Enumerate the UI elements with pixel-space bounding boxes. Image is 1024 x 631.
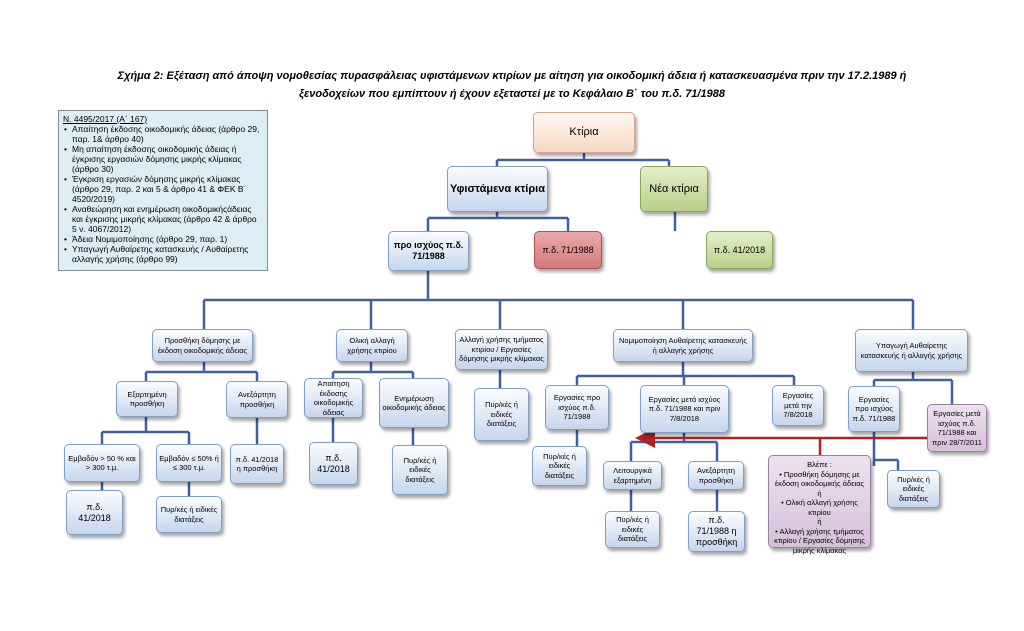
legend-list: Απαίτηση έκδοσης οικοδομικής άδειας (άρθ… <box>63 124 263 264</box>
vlepe-item: • Ολική αλλαγή χρήσης κτιρίου <box>781 498 858 517</box>
node-ergasies-pro-a: Εργασίες προ ισχύος π.δ. 71/1988 <box>545 385 609 430</box>
node-pd-41-2018-exartimeni: π.δ. 41/2018 <box>66 490 123 535</box>
node-exartimeni: Εξαρτημένη προσθήκη <box>116 381 178 417</box>
legislation-legend: Ν. 4495/2017 (Α΄ 167) Απαίτηση έκδοσης ο… <box>58 110 268 271</box>
node-prosthiki: Προσθήκη δόμησης με έκδοση οικοδομικής ά… <box>152 329 253 362</box>
figure-title-line-2: ξενοδοχείων που εμπίπτουν ή έχουν εξετασ… <box>299 88 725 100</box>
node-pyr-eidikes-le-50: Πυρ/κές ή ειδικές διατάξεις <box>156 496 222 533</box>
vlepe-heading: Βλέπε : <box>807 460 832 469</box>
node-pyr-eidikes-pro: Πυρ/κές ή ειδικές διατάξεις <box>532 446 587 486</box>
figure-title-line-1: Σχήμα 2: Εξέταση από άποψη νομοθεσίας πυ… <box>117 70 907 82</box>
node-oliki-allagi: Ολική αλλαγή χρήσης κτιρίου <box>336 329 408 362</box>
node-nomimopoiisi: Νομιμοποίηση Αυθαίρετης κατασκευής ή αλλ… <box>613 329 753 362</box>
node-ergasies-meta-a: Εργασίες μετά ισχύος π.δ. 71/1988 και πρ… <box>640 385 729 433</box>
node-pd-41-2018-oliki: π.δ. 41/2018 <box>309 442 358 485</box>
vlepe-or: ή <box>817 488 822 498</box>
legend-item: Έγκριση εργασιών δόμησης μικρής κλίμακας… <box>64 174 263 204</box>
vlepe-or: ή <box>817 517 822 526</box>
node-enimerosi: Ενημέρωση οικοδομικής άδειας <box>379 378 449 428</box>
vlepe-item: • Αλλαγή χρήσης τμήματος κτιρίου / Εργασ… <box>774 526 865 555</box>
node-pd-41-2018-prosthiki: π.δ. 41/2018 η προσθήκη <box>230 444 284 484</box>
node-allagi-tmimatos: Αλλαγή χρήσης τμήματος κτιρίου / Εργασίε… <box>455 329 548 370</box>
node-emvadon-gt-50: Εμβαδόν > 50 % και > 300 τ.μ. <box>64 444 140 482</box>
node-yfistamena: Υφιστάμενα κτίρια <box>447 166 548 212</box>
legend-item: Υπαγωγή Αυθαίρετης κατασκευής / Αυθαίρετ… <box>64 244 263 264</box>
node-pd-71-1988: π.δ. 71/1988 <box>534 231 602 269</box>
node-pyr-eidikes-enimerosi: Πυρ/κές ή ειδικές διατάξεις <box>392 445 448 495</box>
legend-item: Αναθεώρηση και ενημέρωση οικοδομικήςάδει… <box>64 204 263 234</box>
node-ergasies-meta-b: Εργασίες μετά ισχύος π.δ. 71/1988 και πρ… <box>927 404 987 452</box>
node-pyr-eidikes-allagi: Πυρ/κές ή ειδικές διατάξεις <box>474 388 529 441</box>
node-leitourgika: Λειτουργικά εξαρτημένη <box>603 461 662 490</box>
node-pd-71-1988-prosthiki: π.δ. 71/1988 η προσθήκη <box>688 511 745 552</box>
node-ktiria: Κτίρια <box>533 112 635 153</box>
legend-heading: Ν. 4495/2017 (Α΄ 167) <box>63 114 148 124</box>
node-nea: Νέα κτίρια <box>640 166 708 212</box>
node-apaitisi: Απαίτηση έκδοσης οικοδομικής άδειας <box>304 378 363 418</box>
node-vlepe-note: Βλέπε : • Προσθήκη δόμησης με έκδοση οικ… <box>768 455 871 555</box>
node-pro-isxyos: προ ισχύος π.δ. 71/1988 <box>388 231 469 271</box>
legend-item: Άδεια Νομιμοποίησης (άρθρο 29, παρ. 1) <box>64 234 263 244</box>
node-ergasies-meta-7-8-2018: Εργασίες μετά την 7/8/2018 <box>772 385 824 426</box>
legend-item: Απαίτηση έκδοσης οικοδομικής άδειας (άρθ… <box>64 124 263 144</box>
node-pyr-eidikes-ypagogi: Πυρ/κές ή ειδικές διατάξεις <box>887 470 940 508</box>
legend-item: Μη απαίτηση έκδοσης οικοδομικής άδειας ή… <box>64 144 263 174</box>
node-anexartiti-b: Ανεξάρτητη προσθήκη <box>688 461 744 490</box>
node-ergasies-pro-b: Εργασίες προ ισχύος π.δ. 71/1988 <box>848 386 900 432</box>
node-pd-41-2018-new: π.δ. 41/2018 <box>706 231 773 269</box>
node-ypagogi: Υπαγωγή Αυθαίρετης κατασκευής ή αλλαγής … <box>855 329 968 372</box>
node-emvadon-le-50: Εμβαδόν ≤ 50% ή ≤ 300 τ.μ. <box>156 444 222 482</box>
vlepe-item: • Προσθήκη δόμησης με έκδοση οικοδομικής… <box>774 469 865 489</box>
node-anexartiti-a: Ανεξάρτητη προσθήκη <box>226 381 288 418</box>
node-pyr-eidikes-leitourgika: Πυρ/κές ή ειδικές διατάξεις <box>605 511 660 548</box>
